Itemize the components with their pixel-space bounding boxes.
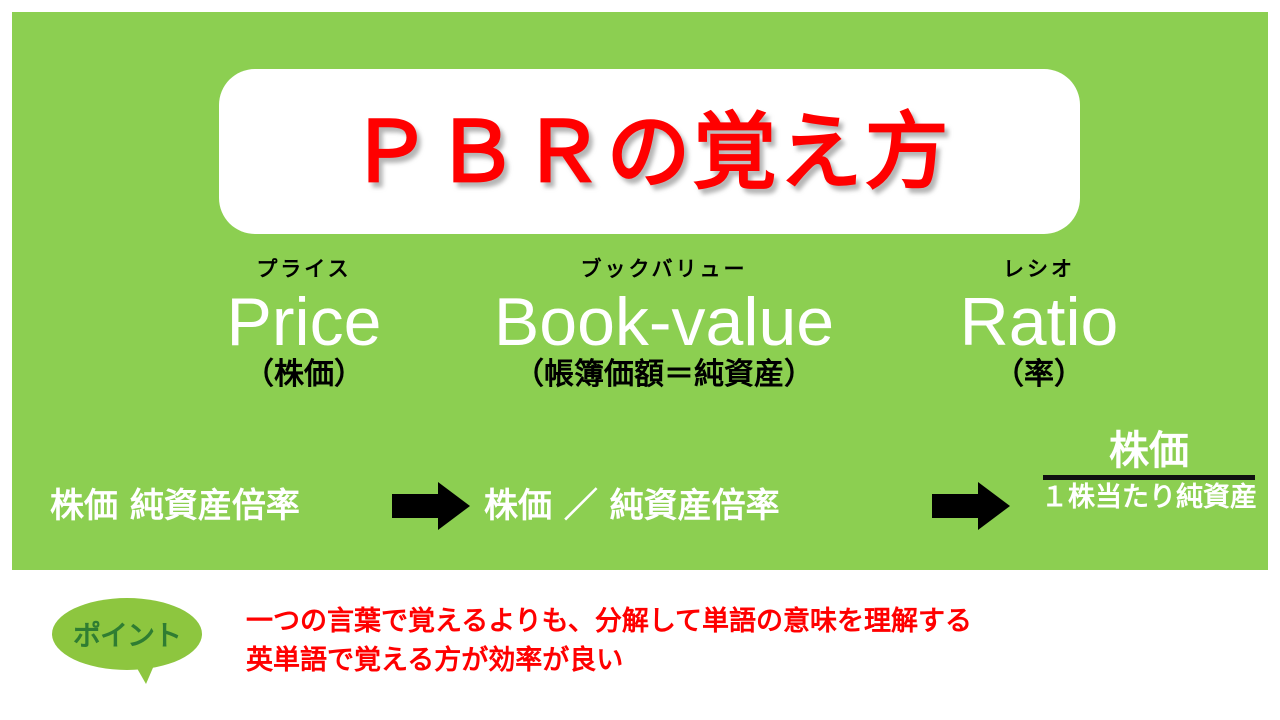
gloss-ratio: （率）	[994, 357, 1084, 393]
gloss-price: （株価）	[244, 357, 364, 393]
vocabulary-row: プライス Price （株価） ブックバリュー Book-value （帳簿価額…	[24, 257, 1280, 424]
right-arrow-icon	[392, 482, 470, 530]
green-panel: ＰＢＲの覚え方 プライス Price （株価） ブックバリュー Book-val…	[12, 12, 1268, 570]
vocabulary-column-price: プライス Price （株価）	[174, 257, 434, 393]
point-line-2: 英単語で覚える方が効率が良い	[246, 645, 624, 677]
point-badge: ポイント	[52, 598, 202, 684]
title-card: ＰＢＲの覚え方	[219, 69, 1080, 234]
point-line-1: 一つの言葉で覚えるよりも、分解して単語の意味を理解する	[246, 606, 973, 637]
furigana-book-value: ブックバリュー	[580, 257, 748, 281]
gloss-book-value: （帳簿価額＝純資産）	[514, 357, 814, 393]
speech-bubble-tail-icon	[130, 656, 158, 684]
fraction-bar	[1043, 475, 1255, 480]
furigana-price: プライス	[256, 257, 352, 281]
formula-term-b: 株価 ／ 純資産倍率	[484, 486, 780, 526]
point-text-block: 一つの言葉で覚えるよりも、分解して単語の意味を理解する 英単語で覚える方が効率が…	[246, 602, 1256, 680]
vocabulary-column-book-value: ブックバリュー Book-value （帳簿価額＝純資産）	[424, 257, 904, 393]
fraction-numerator: 株価	[1109, 428, 1189, 474]
page-title: ＰＢＲの覚え方	[348, 102, 951, 201]
vocabulary-column-ratio: レシオ Ratio （率）	[904, 257, 1174, 393]
right-arrow-icon	[932, 482, 1010, 530]
pbr-fraction: 株価 １株当たり純資産	[1024, 430, 1274, 512]
formula-term-a: 株価 純資産倍率	[50, 486, 300, 526]
english-word-price: Price	[226, 284, 382, 360]
english-word-ratio: Ratio	[959, 284, 1119, 360]
fraction-denominator: １株当たり純資産	[1041, 482, 1257, 513]
english-word-book-value: Book-value	[493, 284, 835, 360]
speech-bubble-icon	[52, 598, 202, 670]
formula-row: 株価 純資産倍率 株価 ／ 純資産倍率 株価 １株当たり純資産	[24, 430, 1280, 572]
point-badge-label: ポイント	[72, 619, 182, 652]
point-section: ポイント 一つの言葉で覚えるよりも、分解して単語の意味を理解する 英単語で覚える…	[0, 578, 1280, 720]
furigana-ratio: レシオ	[1003, 257, 1075, 281]
